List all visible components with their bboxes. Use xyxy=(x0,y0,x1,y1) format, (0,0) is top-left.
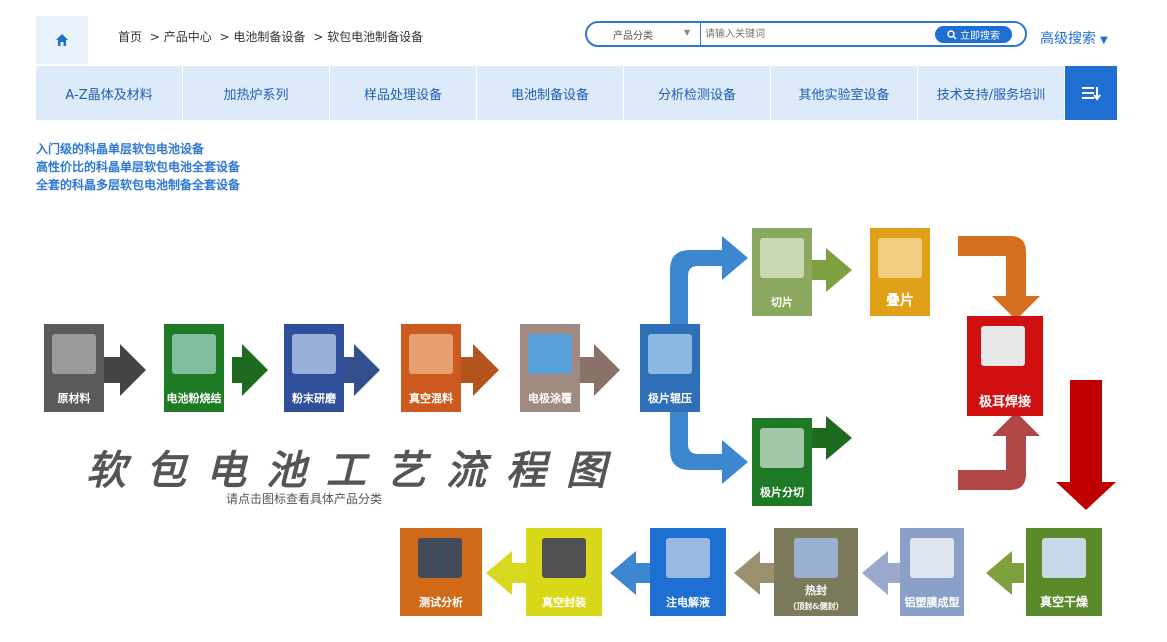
nav-item-support[interactable]: 技术支持/服务培训 xyxy=(918,66,1065,120)
step-electrode-coating[interactable]: 电极涂覆 xyxy=(520,324,580,412)
home-icon xyxy=(56,34,68,46)
step-vacuum-packaging[interactable]: 真空封装 xyxy=(526,528,602,616)
step-heat-sealing[interactable]: 热封（顶封&侧封） xyxy=(774,528,858,616)
sort-list-icon xyxy=(1082,87,1101,101)
nav-item-battery[interactable]: 电池制备设备 xyxy=(477,66,624,120)
nav-item-crystals[interactable]: A-Z晶体及材料 xyxy=(36,66,183,120)
step-slitting[interactable]: 极片分切 xyxy=(752,418,812,506)
search-input[interactable] xyxy=(705,25,915,43)
step-raw-material[interactable]: 原材料 xyxy=(44,324,104,412)
link-multi-layer[interactable]: 全套的科晶多层软包电池制备全套设备 xyxy=(36,178,241,192)
caret-down-icon: ▼ xyxy=(1100,35,1108,46)
step-pouch-forming[interactable]: 铝塑膜成型 xyxy=(900,528,964,616)
nav-item-analysis[interactable]: 分析检测设备 xyxy=(624,66,771,120)
step-powder-grinding[interactable]: 粉末研磨 xyxy=(284,324,344,412)
menu-button[interactable] xyxy=(1065,66,1117,120)
breadcrumb-home[interactable]: 首页 xyxy=(118,30,143,44)
breadcrumb-products[interactable]: > 产品中心 xyxy=(149,30,212,44)
search-box: 产品分类 ▼ 立即搜索 xyxy=(585,21,1027,47)
quick-links: 入门级的科晶单层软包电池设备 高性价比的科晶单层软包电池全套设备 全套的科晶多层… xyxy=(36,140,240,194)
search-button[interactable]: 立即搜索 xyxy=(935,26,1012,43)
step-electrode-rolling[interactable]: 极片辊压 xyxy=(640,324,700,412)
step-vacuum-drying[interactable]: 真空干燥 xyxy=(1026,528,1102,616)
breadcrumb-pouch[interactable]: > 软包电池制备设备 xyxy=(313,30,424,44)
step-electrolyte-filling[interactable]: 注电解液 xyxy=(650,528,726,616)
nav-item-furnaces[interactable]: 加热炉系列 xyxy=(183,66,330,120)
advanced-search-link[interactable]: 高级搜索 ▼ xyxy=(1040,28,1108,48)
diagram-subtitle: 请点击图标查看具体产品分类 xyxy=(226,492,383,506)
step-vacuum-mixing[interactable]: 真空混料 xyxy=(401,324,461,412)
step-cutting[interactable]: 切片 xyxy=(752,228,812,316)
diagram-title: 软包电池工艺流程图 xyxy=(86,447,626,494)
search-button-label: 立即搜索 xyxy=(960,31,1000,42)
link-value-single-layer[interactable]: 高性价比的科晶单层软包电池全套设备 xyxy=(36,160,241,174)
link-entry-single-layer[interactable]: 入门级的科晶单层软包电池设备 xyxy=(36,142,205,156)
search-icon xyxy=(947,29,957,40)
top-bar: 首页 > 产品中心 > 电池制备设备 > 软包电池制备设备 产品分类 ▼ 立即搜… xyxy=(0,0,1167,66)
divider xyxy=(700,23,701,45)
step-powder-sintering[interactable]: 电池粉烧结 xyxy=(164,324,224,412)
advanced-search-label: 高级搜索 xyxy=(1040,31,1096,47)
breadcrumb-battery[interactable]: > 电池制备设备 xyxy=(219,30,306,44)
step-testing-analysis[interactable]: 测试分析 xyxy=(400,528,482,616)
breadcrumb: 首页 > 产品中心 > 电池制备设备 > 软包电池制备设备 xyxy=(118,28,427,45)
step-stacking[interactable]: 叠片 xyxy=(870,228,930,316)
home-button[interactable] xyxy=(36,16,88,64)
arrows-layer xyxy=(104,236,1116,595)
nav-item-sample-processing[interactable]: 样品处理设备 xyxy=(330,66,477,120)
category-select[interactable]: 产品分类 xyxy=(613,31,653,42)
nav-item-lab-equipment[interactable]: 其他实验室设备 xyxy=(771,66,918,120)
step-tab-welding[interactable]: 极耳焊接 xyxy=(967,316,1043,416)
chevron-down-icon[interactable]: ▼ xyxy=(684,28,691,37)
category-nav: A-Z晶体及材料 加热炉系列 样品处理设备 电池制备设备 分析检测设备 其他实验… xyxy=(36,66,1117,120)
process-diagram: 原材料 电池粉烧结 粉末研磨 真空混料 电极涂覆 极片辊压 切片 叠片 极片分切… xyxy=(0,200,1167,642)
